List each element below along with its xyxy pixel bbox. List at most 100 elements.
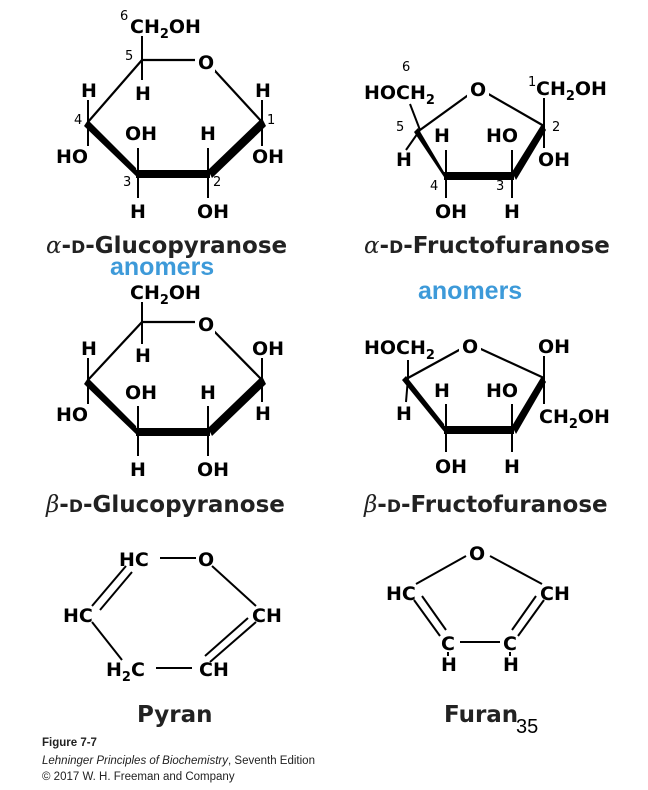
- ch2oh-group: CH2OH: [536, 78, 607, 104]
- oh-group: OH: [435, 201, 467, 223]
- beta-glucopyranose-structure: O CH2OH H H HO OH H OH H H OH: [56, 282, 284, 481]
- book-title: Lehninger Principles of Biochemistry: [42, 755, 229, 767]
- ring-bond: [489, 555, 543, 585]
- furan-structure: O HC CH C C H H: [386, 543, 570, 676]
- ring-wedge: [208, 118, 266, 178]
- atom-mask: [459, 334, 481, 356]
- figure-caption-title: Figure 7-7: [42, 737, 97, 749]
- carbon-number: 3: [496, 179, 504, 194]
- ho-group: HO: [56, 146, 88, 168]
- atom-mask: [467, 76, 489, 98]
- furan-ch: CH: [540, 583, 570, 605]
- ring-wedge: [208, 376, 266, 436]
- carbon-number: 6: [120, 9, 128, 24]
- carbon-number: 4: [430, 179, 438, 194]
- ring-wedge: [402, 376, 446, 434]
- oh-group: OH: [125, 123, 157, 145]
- pyran-oxygen: O: [198, 549, 214, 571]
- h-atom: H: [434, 125, 450, 147]
- ring-bond-double: [209, 621, 257, 663]
- ring-oxygen: O: [470, 79, 486, 101]
- anomers-label-left: anomers: [110, 253, 214, 281]
- ring-bond-double: [511, 595, 537, 631]
- oh-group: OH: [125, 382, 157, 404]
- h-atom: H: [135, 345, 151, 367]
- h-atom: H: [130, 459, 146, 481]
- alpha-fructofuranose-label: α-D-Fructofuranose: [364, 233, 610, 259]
- pyran-label: Pyran: [137, 702, 213, 728]
- ho-group: HO: [486, 125, 518, 147]
- ring-bond-double: [99, 571, 133, 611]
- h-atom: H: [255, 80, 271, 102]
- h-bond: [405, 129, 421, 151]
- furan-oxygen: O: [469, 543, 485, 565]
- atom-mask: [195, 312, 215, 334]
- alpha-glucopyranose-label: α-D-Glucopyranose: [46, 233, 287, 259]
- carbon-number: 2: [213, 175, 221, 190]
- h-atom: H: [81, 338, 97, 360]
- ring-bond-double: [204, 617, 249, 657]
- ch2oh-group: CH2OH: [130, 16, 201, 42]
- carbon-number: 1: [267, 113, 275, 128]
- ring-bond-double: [413, 599, 441, 637]
- ring-wedge: [84, 378, 138, 436]
- h-bond: [405, 377, 409, 403]
- furan-hc: HC: [386, 583, 416, 605]
- furan-c: C: [503, 633, 517, 655]
- hoch2-group: HOCH2: [364, 337, 435, 363]
- carbon-number: 6: [402, 60, 410, 75]
- ring-oxygen: O: [198, 52, 214, 74]
- hoch2-bond: [409, 103, 421, 131]
- h-atom: H: [396, 403, 412, 425]
- ring-bond-double: [421, 595, 447, 631]
- ho-group: HO: [56, 404, 88, 426]
- ho-group: HO: [486, 380, 518, 402]
- oh-group: OH: [252, 338, 284, 360]
- h-atom: H: [81, 80, 97, 102]
- ring-oxygen: O: [462, 336, 478, 358]
- h-atom: H: [504, 201, 520, 223]
- alpha-fructofuranose-structure: O HOCH2 CH2OH 6 1 5 2 4 3 H H HO OH OH H: [364, 60, 607, 223]
- atom-mask: [195, 50, 215, 72]
- book-edition: , Seventh Edition: [228, 755, 315, 767]
- ring-wedge: [512, 124, 546, 180]
- pyran-structure: HC O HC CH H2C CH: [63, 549, 282, 685]
- ch2oh-group: CH2OH: [130, 282, 201, 308]
- ring-wedge: [84, 120, 138, 178]
- h-atom: H: [441, 654, 457, 676]
- pyran-h2c: H2C: [106, 659, 145, 685]
- beta-fructofuranose-label: β-D-Fructofuranose: [363, 492, 608, 518]
- oh-group: OH: [538, 336, 570, 358]
- furan-c: C: [441, 633, 455, 655]
- ch2oh-group: CH2OH: [539, 406, 610, 432]
- oh-group: OH: [435, 456, 467, 478]
- oh-group: OH: [538, 149, 570, 171]
- carbon-number: 5: [396, 120, 404, 135]
- oh-group: OH: [197, 201, 229, 223]
- page-number: 35: [516, 716, 539, 738]
- carbon-number: 2: [552, 120, 560, 135]
- carbon-number: 1: [528, 75, 536, 90]
- pyran-ch: CH: [252, 605, 282, 627]
- figure-caption-copyright: © 2017 W. H. Freeman and Company: [42, 771, 235, 783]
- h-atom: H: [130, 201, 146, 223]
- furan-label: Furan: [444, 702, 518, 728]
- pyran-hc: HC: [119, 549, 149, 571]
- ring-bond: [211, 565, 257, 607]
- beta-fructofuranose-structure: O HOCH2 OH CH2OH H H HO OH H: [364, 334, 610, 478]
- hoch2-group: HOCH2: [364, 82, 435, 108]
- oh-group: OH: [197, 459, 229, 481]
- h-atom: H: [396, 149, 412, 171]
- ring-wedge: [414, 128, 446, 180]
- ring-oxygen: O: [198, 314, 214, 336]
- ring-bond-double: [517, 599, 545, 637]
- carbon-number: 4: [74, 113, 82, 128]
- ring-wedge: [512, 376, 546, 434]
- figure-caption-book: Lehninger Principles of Biochemistry, Se…: [42, 755, 315, 767]
- oh-group: OH: [252, 146, 284, 168]
- h-atom: H: [200, 382, 216, 404]
- pyran-hc: HC: [63, 605, 93, 627]
- ring-bond-double: [91, 565, 127, 607]
- h-atom: H: [503, 654, 519, 676]
